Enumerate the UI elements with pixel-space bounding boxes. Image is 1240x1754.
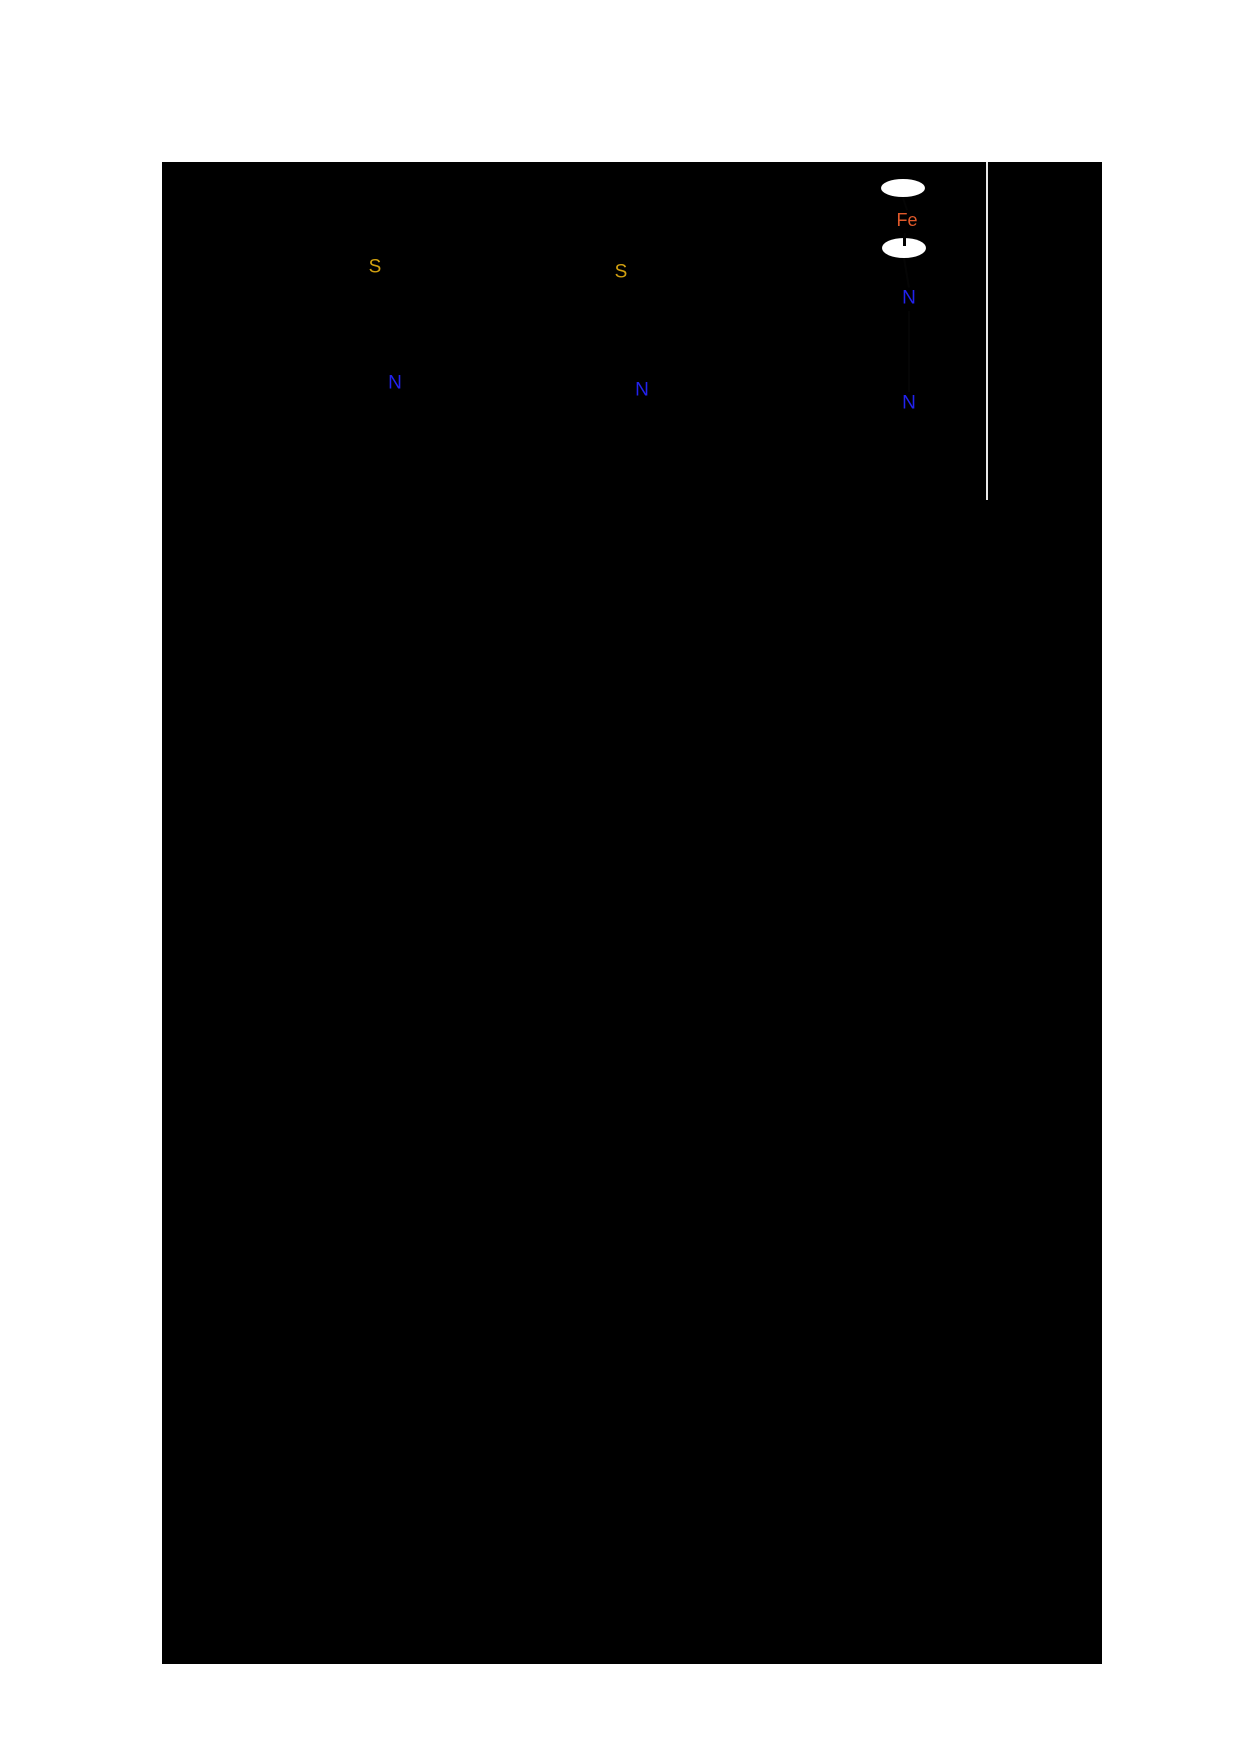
atom-label-n-6[interactable]: N — [902, 392, 916, 414]
atom-label-n-2[interactable]: N — [388, 372, 402, 394]
atom-label-s-0[interactable]: S — [368, 256, 382, 278]
atom-label-fe-4[interactable]: Fe — [896, 210, 918, 230]
bond-segment — [908, 311, 910, 392]
bond-segment — [903, 257, 910, 289]
atom-label-n-3[interactable]: N — [635, 379, 649, 401]
axial-ligand-top[interactable] — [881, 179, 925, 197]
bond-segment — [902, 197, 908, 211]
vertical-divider-line — [986, 162, 988, 500]
atom-label-s-1[interactable]: S — [614, 261, 628, 283]
axial-ligand-bottom[interactable] — [882, 238, 926, 258]
atom-label-n-5[interactable]: N — [902, 287, 916, 309]
